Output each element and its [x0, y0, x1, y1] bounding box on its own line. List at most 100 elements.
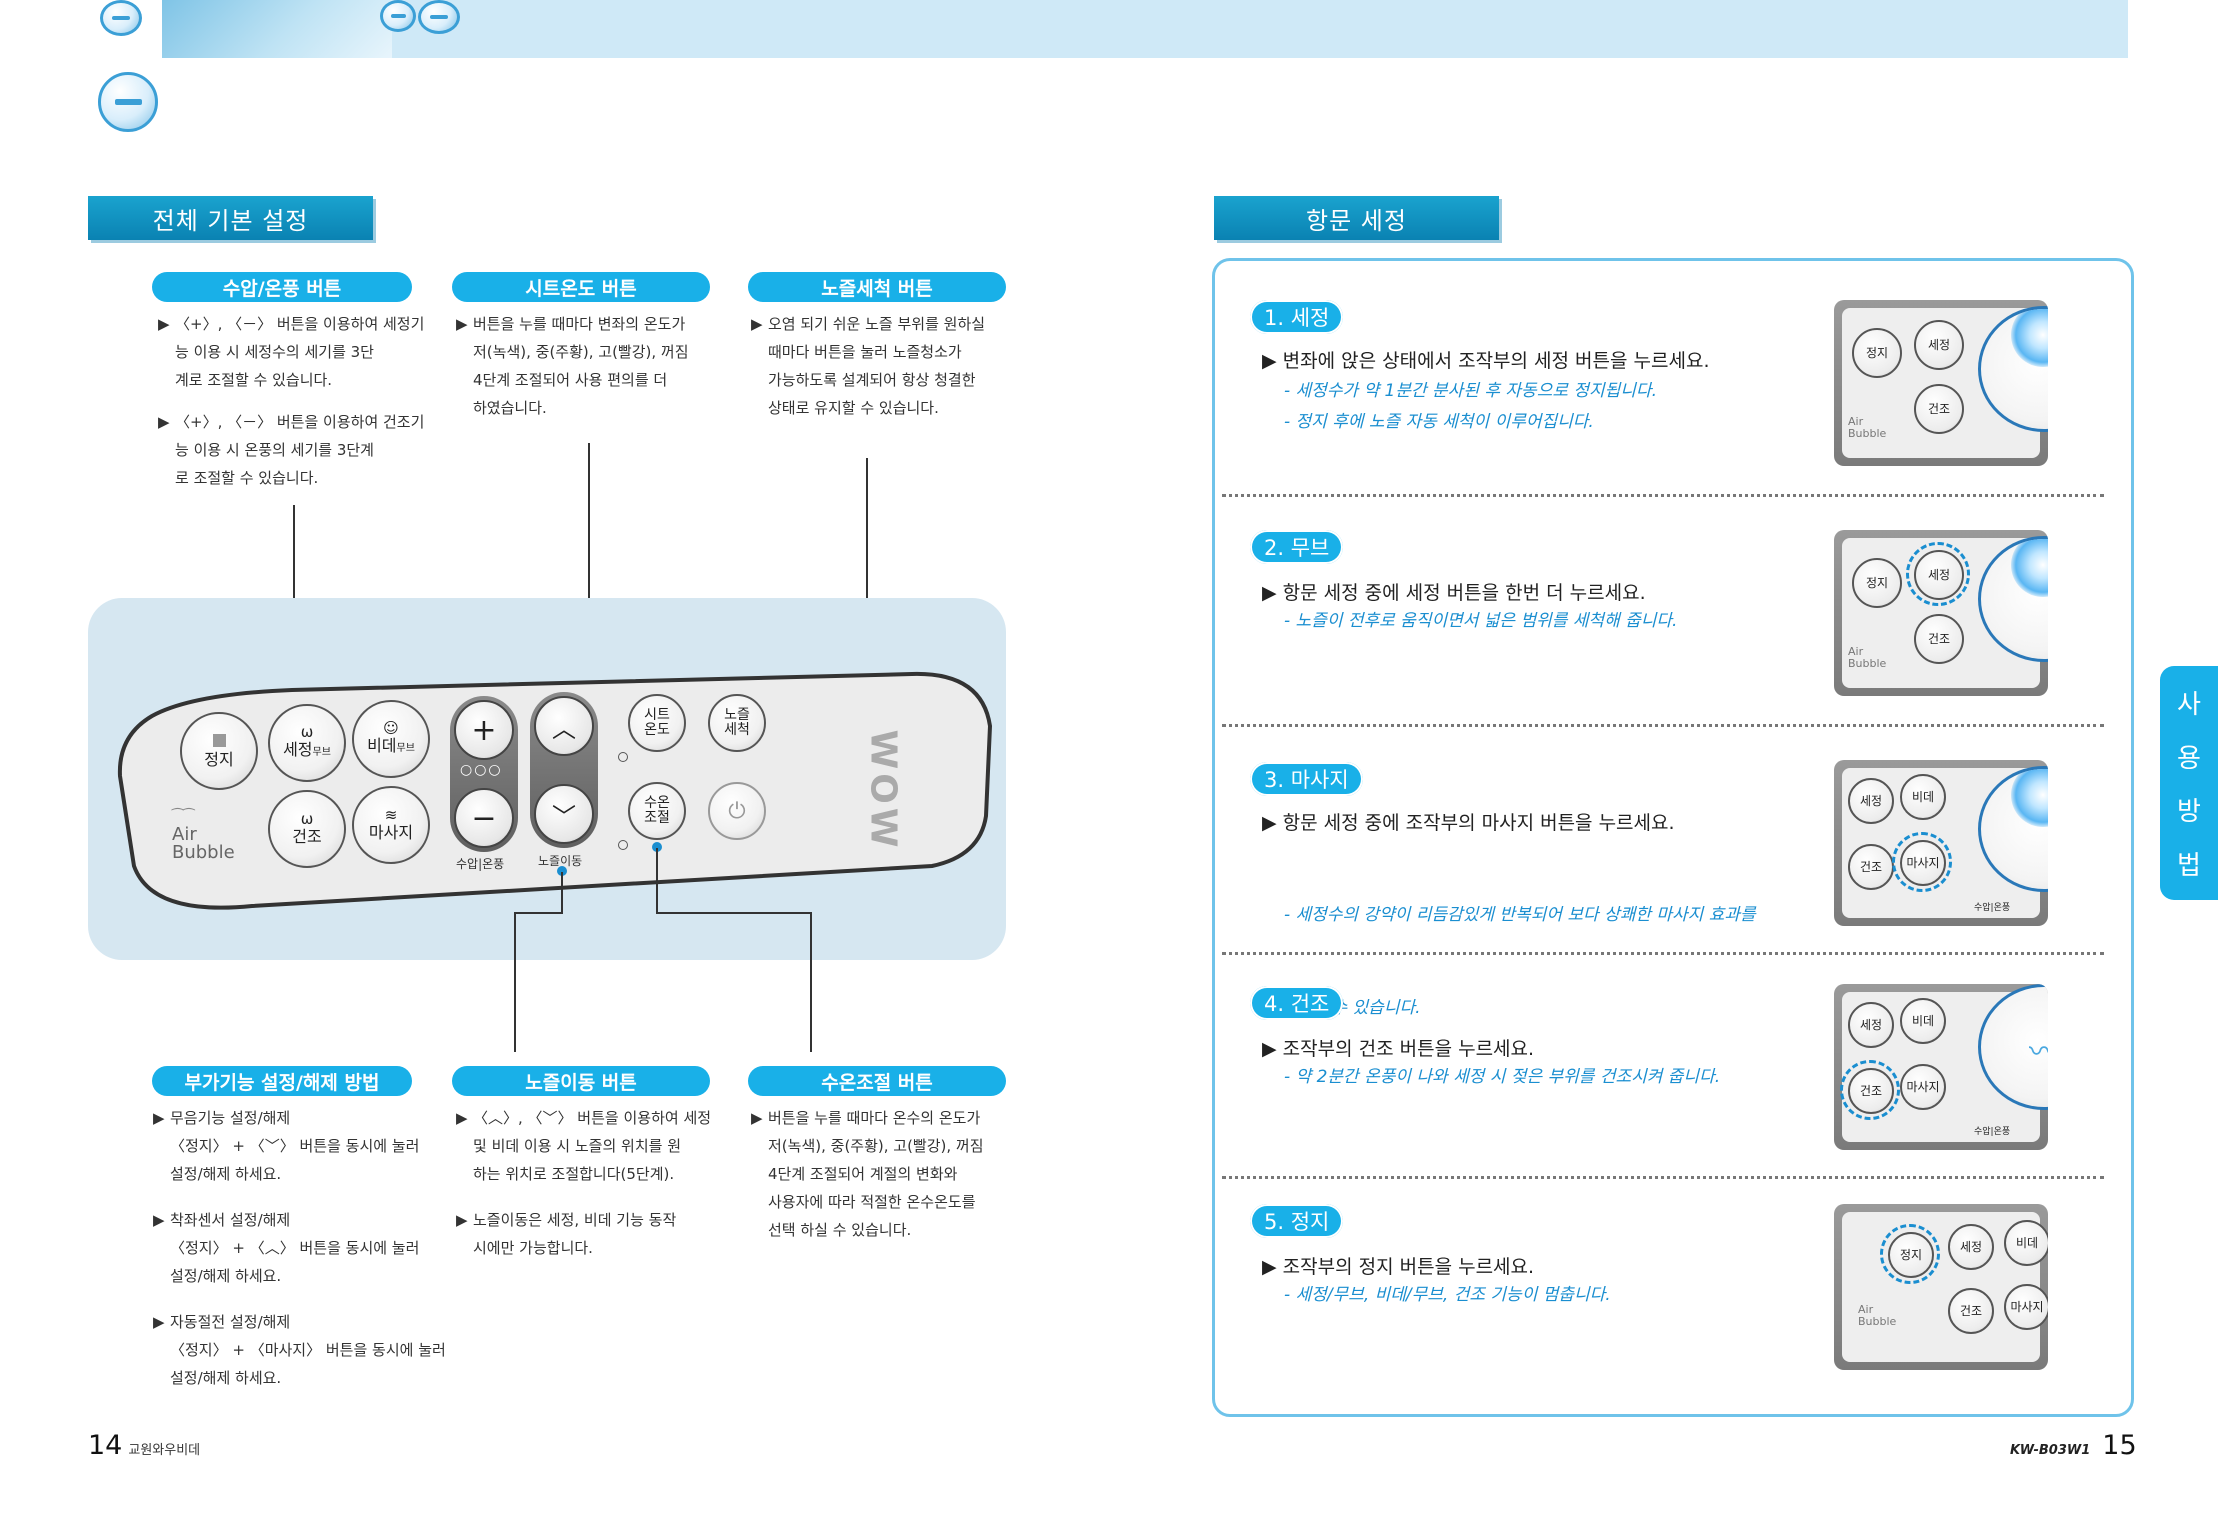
massage-button[interactable]: ≋ 마사지 [352, 786, 430, 864]
text-line: 설정/해제 하세요. [170, 1267, 282, 1285]
dry-button[interactable]: ω 건조 [268, 790, 346, 868]
text-line: 가능하도록 설계되어 항상 청결한 [768, 371, 976, 389]
leader-line [866, 458, 868, 635]
text-line: 설정/해제 하세요. [170, 1369, 282, 1387]
nozzle-up-button[interactable]: ︿ [534, 696, 594, 756]
nozzle-move-label: 노즐이동 [538, 854, 583, 868]
thumb-dry-button: 건조 [1914, 614, 1964, 664]
side-tab-char: 법 [2177, 850, 2201, 881]
step-note: - 세정수가 약 1분간 분사된 후 자동으로 정지됩니다. [1284, 381, 1657, 401]
thumb-pressure-label: 수압|온풍 [1974, 1127, 2011, 1137]
plus-button[interactable]: + [454, 700, 514, 760]
model-number: KW-B03W1 [2010, 1443, 2091, 1458]
nozzle-down-button[interactable]: ﹀ [534, 784, 594, 844]
wash-label: 세정 [283, 739, 313, 759]
nozzle-clean-button[interactable]: 노즐 세척 [708, 694, 766, 752]
separator [1222, 494, 2104, 497]
text-line: 〈정지〉 + 〈마사지〉 버튼을 동시에 눌러 [170, 1341, 446, 1359]
leader-line [810, 912, 812, 1052]
step-title: 2. 무브 [1250, 530, 1344, 564]
massage-icon: ≋ [384, 806, 398, 824]
water-splash-icon [2011, 539, 2048, 597]
power-icon: ⏻ [728, 798, 746, 824]
leader-line [588, 443, 590, 635]
callout-text-nozzle-clean: ▶ 오염 되기 쉬운 노즐 부위를 원하실 때마다 버튼을 눌러 노즐청소가 가… [751, 310, 1018, 422]
step-title: 4. 건조 [1250, 986, 1344, 1020]
text-line: 저(녹색), 중(주황), 고(빨강), 꺼짐 [473, 343, 689, 361]
callout-text-water-temp: ▶ 버튼을 누를 때마다 온수의 온도가 저(녹색), 중(주황), 고(빨강)… [751, 1104, 1018, 1244]
warm-air-icon: 〰 [2029, 1027, 2048, 1071]
bubble-logo-icon: ⁀⁀ [172, 809, 195, 825]
text-line: 〈︿〉, 〈﹀〉 버튼을 이용하여 세정 [473, 1109, 712, 1127]
bubble-icon [380, 0, 416, 32]
section-title-anal-wash: 항문 세정 [1214, 196, 1499, 240]
step-notes: - 세정수의 강약이 리듬감있게 반복되어 보다 상쾌한 마사지 효과를 누릴 … [1284, 838, 1756, 1055]
bubble-icon [418, 0, 460, 34]
step-note: 누릴 수 있습니다. [1284, 998, 1421, 1018]
separator [1222, 1176, 2104, 1179]
text-line: 능 이용 시 세정수의 세기를 3단 [175, 343, 374, 361]
thumb-stop-button: 정지 [1852, 328, 1902, 378]
wow-logo: WOW [862, 729, 904, 852]
thumb-wash-button: 세정 [1914, 320, 1964, 370]
callout-text-nozzle-move: ▶ 〈︿〉, 〈﹀〉 버튼을 이용하여 세정 및 비데 이용 시 노즐의 위치를… [456, 1104, 733, 1262]
step-main-text: 조작부의 건조 버튼을 누르세요. [1282, 1038, 1535, 1060]
text-line: 자동절전 설정/해제 [170, 1313, 291, 1331]
text-line: 저(녹색), 중(주황), 고(빨강), 꺼짐 [768, 1137, 984, 1155]
thumb-bidet-button: 비데 [1900, 998, 1946, 1044]
side-tab-char: 방 [2177, 797, 2201, 828]
step-notes: - 노즐이 전후로 움직이면서 넓은 범위를 세척해 줍니다. [1284, 606, 1677, 637]
text-line: 로 조절할 수 있습니다. [175, 469, 319, 487]
nozzle-move-rocker: ︿ ﹀ [530, 692, 598, 848]
side-tab-usage[interactable]: 사 용 방 법 [2160, 666, 2218, 900]
bidet-button[interactable]: ☺ 비데무브 [352, 700, 430, 778]
thumb-massage: 세정 비데 건조 마사지 수압|온풍 [1834, 760, 2048, 926]
step-main-text: 변좌에 앉은 상태에서 조작부의 세정 버튼을 누르세요. [1282, 350, 1710, 372]
text-line: 설정/해제 하세요. [170, 1165, 282, 1183]
footer-brand: 교원와우비데 [128, 1443, 201, 1458]
thumb-massage-button: 마사지 [2004, 1284, 2048, 1330]
highlight-ring [1840, 1060, 1900, 1120]
step-note: - 약 2분간 온풍이 나와 세정 시 젖은 부위를 건조시켜 줍니다. [1284, 1067, 1721, 1087]
bidet-sub-label: 무브 [396, 742, 415, 754]
step-main-text: 조작부의 정지 버튼을 누르세요. [1282, 1256, 1535, 1278]
callout-text-seat-temp: ▶ 버튼을 누를 때마다 변좌의 온도가 저(녹색), 중(주황), 고(빨강)… [456, 310, 723, 422]
power-button[interactable]: ⏻ [708, 782, 766, 840]
side-tab-char: 용 [2177, 743, 2201, 774]
text-line: 시에만 가능합니다. [473, 1239, 593, 1257]
leader-line [656, 848, 658, 912]
text-line: 버튼을 누를 때마다 온수의 온도가 [768, 1109, 981, 1127]
leader-dot [652, 842, 662, 852]
step-instruction: ▶ 조작부의 정지 버튼을 누르세요. [1262, 1256, 1535, 1278]
wash-button[interactable]: ω 세정무브 [268, 704, 346, 782]
thumb-bidet-button: 비데 [2004, 1220, 2048, 1266]
wash-icon: ω [300, 722, 314, 741]
indicator-lamp [618, 752, 628, 762]
leader-line [561, 872, 563, 912]
text-line: 하는 위치로 조절합니다(5단계). [473, 1165, 675, 1183]
thumb-dry-button: 건조 [1848, 844, 1894, 890]
text-line: 및 비데 이용 시 노즐의 위치를 원 [473, 1137, 682, 1155]
step-note: - 노즐이 전후로 움직이면서 넓은 범위를 세척해 줍니다. [1284, 611, 1678, 631]
seat-temp-button[interactable]: 시트 온도 [628, 694, 686, 752]
text-line: 〈정지〉 + 〈︿〉 버튼을 동시에 눌러 [170, 1239, 420, 1257]
water-temp-button[interactable]: 수온 조절 [628, 782, 686, 840]
callout-text-extra-functions: ▶ 무음기능 설정/해제 〈정지〉 + 〈﹀〉 버튼을 동시에 눌러 설정/해제… [153, 1104, 450, 1392]
text-line: 착좌센서 설정/해제 [170, 1211, 291, 1229]
logo-text-line2: Bubble [172, 842, 235, 863]
thumb-massage-button: 마사지 [1900, 1064, 1946, 1110]
water-temp-label-2: 조절 [644, 810, 670, 826]
top-banner [162, 0, 2128, 58]
text-line: 무음기능 설정/해제 [170, 1109, 291, 1127]
thumb-dry: 세정 비데 건조 마사지 수압|온풍 〰 [1834, 984, 2048, 1150]
minus-button[interactable]: − [454, 788, 514, 848]
thumb-wash-button: 세정 [1848, 1002, 1894, 1048]
text-line: 때마다 버튼을 눌러 노즐청소가 [768, 343, 962, 361]
stop-button[interactable]: 정지 [180, 712, 258, 790]
